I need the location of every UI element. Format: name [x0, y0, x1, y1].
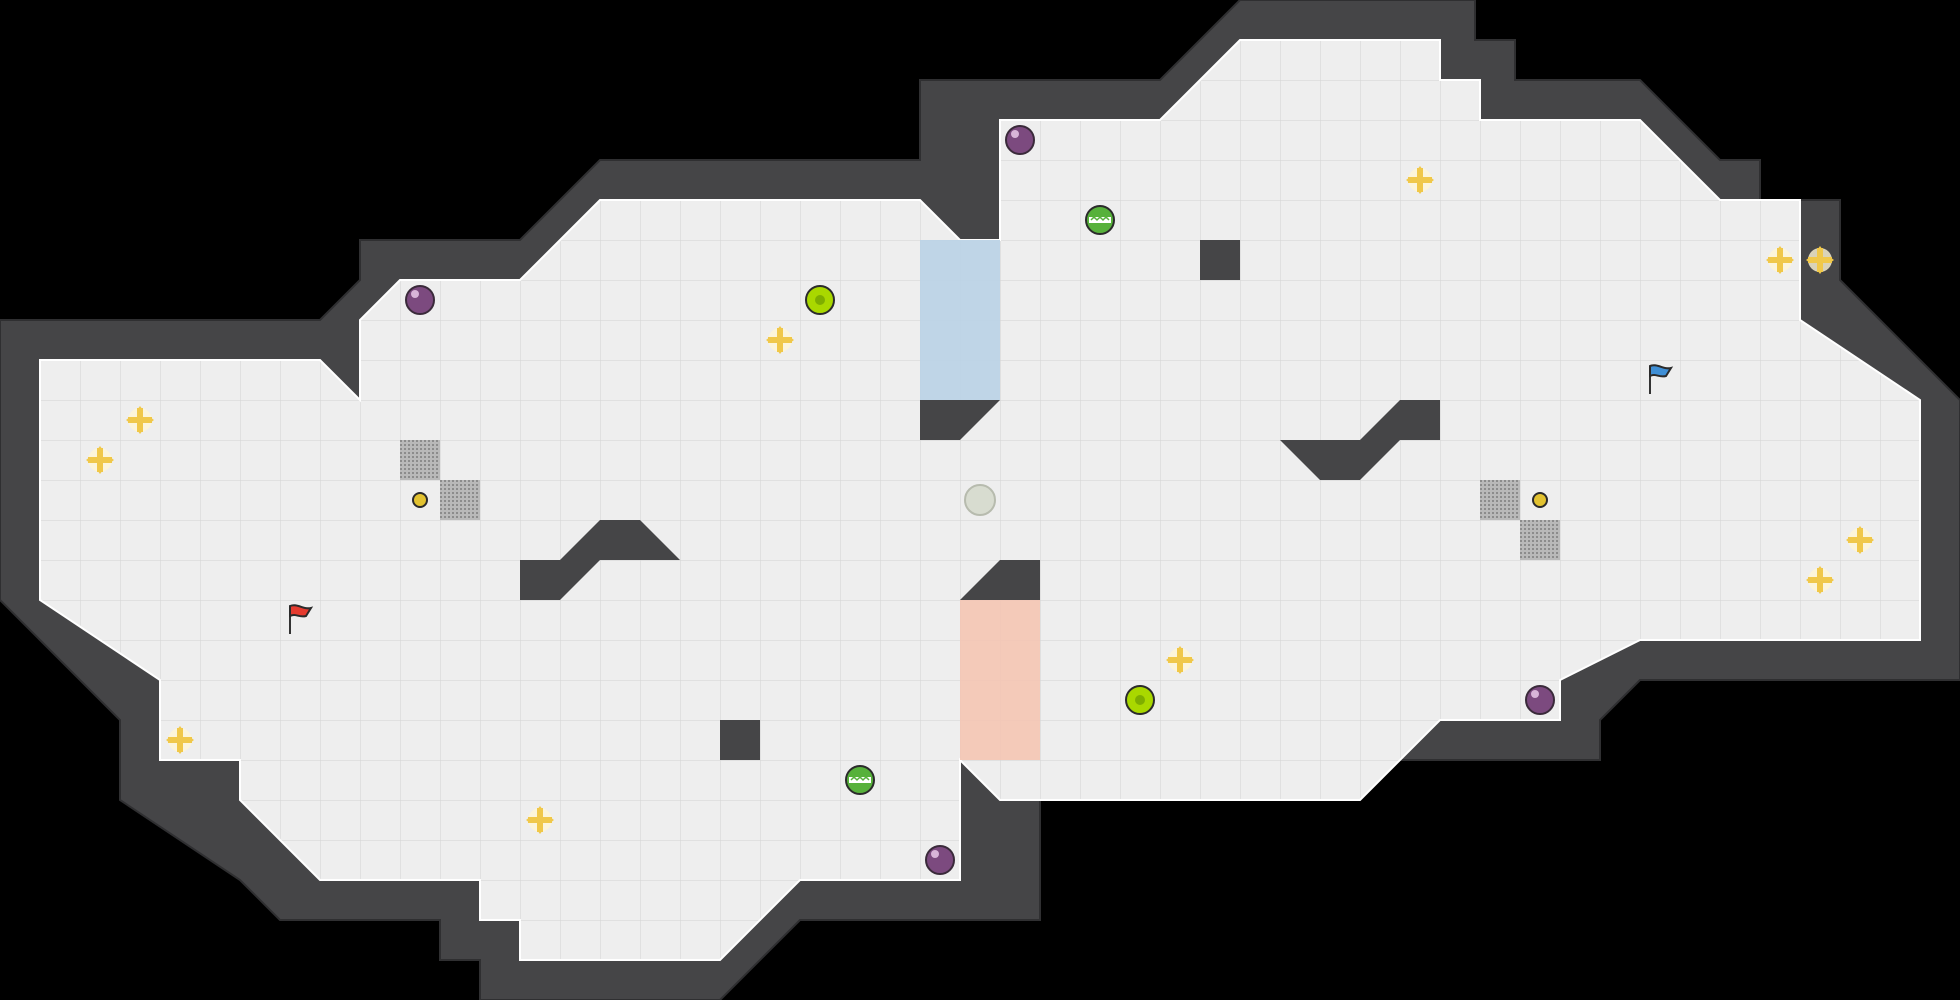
bomb-icon[interactable]: [1800, 240, 1840, 280]
center-marker-icon: [964, 484, 996, 516]
blue-team-zone: [920, 240, 1000, 400]
spike-tile: [440, 480, 480, 520]
powerup-orb-icon[interactable]: [1520, 680, 1560, 720]
interior-wall: [1280, 400, 1440, 480]
spike-tile: [1520, 520, 1560, 560]
interior-wall: [720, 720, 760, 760]
bomb-icon[interactable]: [80, 440, 120, 480]
interior-wall: [960, 560, 1040, 600]
bomb-icon[interactable]: [1760, 240, 1800, 280]
bomb-icon[interactable]: [120, 400, 160, 440]
spike-tile: [400, 440, 440, 480]
bomb-icon[interactable]: [1400, 160, 1440, 200]
portal-icon[interactable]: [1080, 200, 1120, 240]
powerup-orb-icon[interactable]: [1000, 120, 1040, 160]
red-flag-icon[interactable]: [278, 600, 318, 640]
button-icon[interactable]: [400, 480, 440, 520]
bomb-icon[interactable]: [1160, 640, 1200, 680]
powerup-orb-icon[interactable]: [920, 840, 960, 880]
spike-tile: [1480, 480, 1520, 520]
red-team-zone: [960, 600, 1040, 760]
green-gate-icon[interactable]: [800, 280, 840, 320]
bomb-icon[interactable]: [160, 720, 200, 760]
bomb-icon[interactable]: [1840, 520, 1880, 560]
bomb-icon[interactable]: [1800, 560, 1840, 600]
blue-flag-icon[interactable]: [1638, 360, 1678, 400]
interior-wall: [920, 400, 1000, 440]
interior-wall: [1200, 240, 1240, 280]
green-gate-icon[interactable]: [1120, 680, 1160, 720]
button-icon[interactable]: [1520, 480, 1560, 520]
bomb-icon[interactable]: [520, 800, 560, 840]
bomb-icon[interactable]: [760, 320, 800, 360]
powerup-orb-icon[interactable]: [400, 280, 440, 320]
portal-icon[interactable]: [840, 760, 880, 800]
interior-wall: [520, 520, 680, 600]
